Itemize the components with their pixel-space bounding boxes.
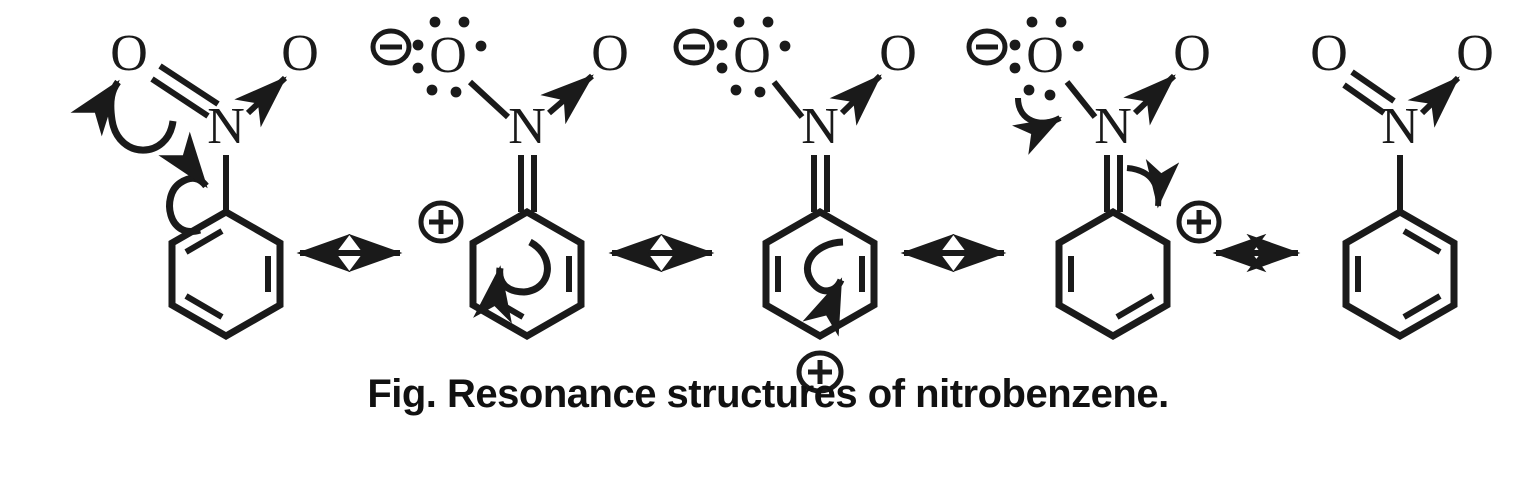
benzene-ring [762,207,878,341]
benzene-ring [168,207,284,341]
oxygen-label-right: O [879,25,917,82]
oxygen-label-right: O [1456,25,1494,82]
bond-n-o-double [150,63,220,119]
structure-4: O O N [966,16,1222,341]
bond-n-o-double [1342,69,1396,116]
positive-charge-ring [796,350,844,394]
bond-n-o-dative [234,75,288,128]
negative-charge-oxygen [370,28,412,66]
curved-arrow-lonepair-to-on [1011,97,1063,155]
oxygen-label-left: O [733,27,771,84]
curved-arrow-no-to-o [70,79,177,154]
lone-pairs-left-oxygen [1009,16,1084,101]
benzene-ring [1055,207,1171,341]
structure-3: O O N [673,16,917,394]
positive-charge-ring [1176,200,1222,244]
oxygen-label-left: O [1310,25,1348,82]
oxygen-label-left: O [429,27,467,84]
lone-pairs-left-oxygen [716,16,791,98]
bond-n-o-dative [1407,75,1461,128]
bond-n-ring-double [1104,155,1123,212]
nitrogen-label: N [508,98,546,155]
structure-1: O O N [70,25,319,341]
benzene-ring [1342,207,1458,341]
bond-n-o-dative [540,73,594,125]
curved-arrow-ring-to-nc [158,131,209,235]
lone-pairs-left-oxygen [412,16,487,98]
curved-arrow-nc-to-ring [1126,158,1180,209]
bond-o-n-single [1064,80,1098,119]
nitrogen-label: N [207,98,245,155]
bond-n-o-dative [829,73,883,126]
negative-charge-oxygen [966,28,1008,66]
oxygen-label-left: O [1026,27,1064,84]
nitrogen-label: N [1381,98,1419,155]
bond-o-n-single [771,80,805,119]
bond-n-o-dative [1123,73,1177,126]
curved-arrow-ring-shift [473,238,551,324]
nitrogen-label: N [801,98,839,155]
bond-o-n-single [467,79,511,120]
figure-caption: Fig. Resonance structures of nitrobenzen… [367,372,1169,416]
bond-n-ring-double [811,155,830,212]
oxygen-label-right: O [591,25,629,82]
negative-charge-oxygen [673,28,715,66]
bond-n-ring-double [518,155,537,212]
structure-5: O O N [1310,25,1494,341]
curved-arrow-ring-shift [802,238,845,337]
nitrogen-label: N [1094,98,1132,155]
oxygen-label-right: O [281,25,319,82]
structure-2: O O N [370,16,629,341]
oxygen-label-left: O [110,25,148,82]
benzene-ring [469,207,585,341]
positive-charge-ring [418,200,464,244]
oxygen-label-right: O [1173,25,1211,82]
